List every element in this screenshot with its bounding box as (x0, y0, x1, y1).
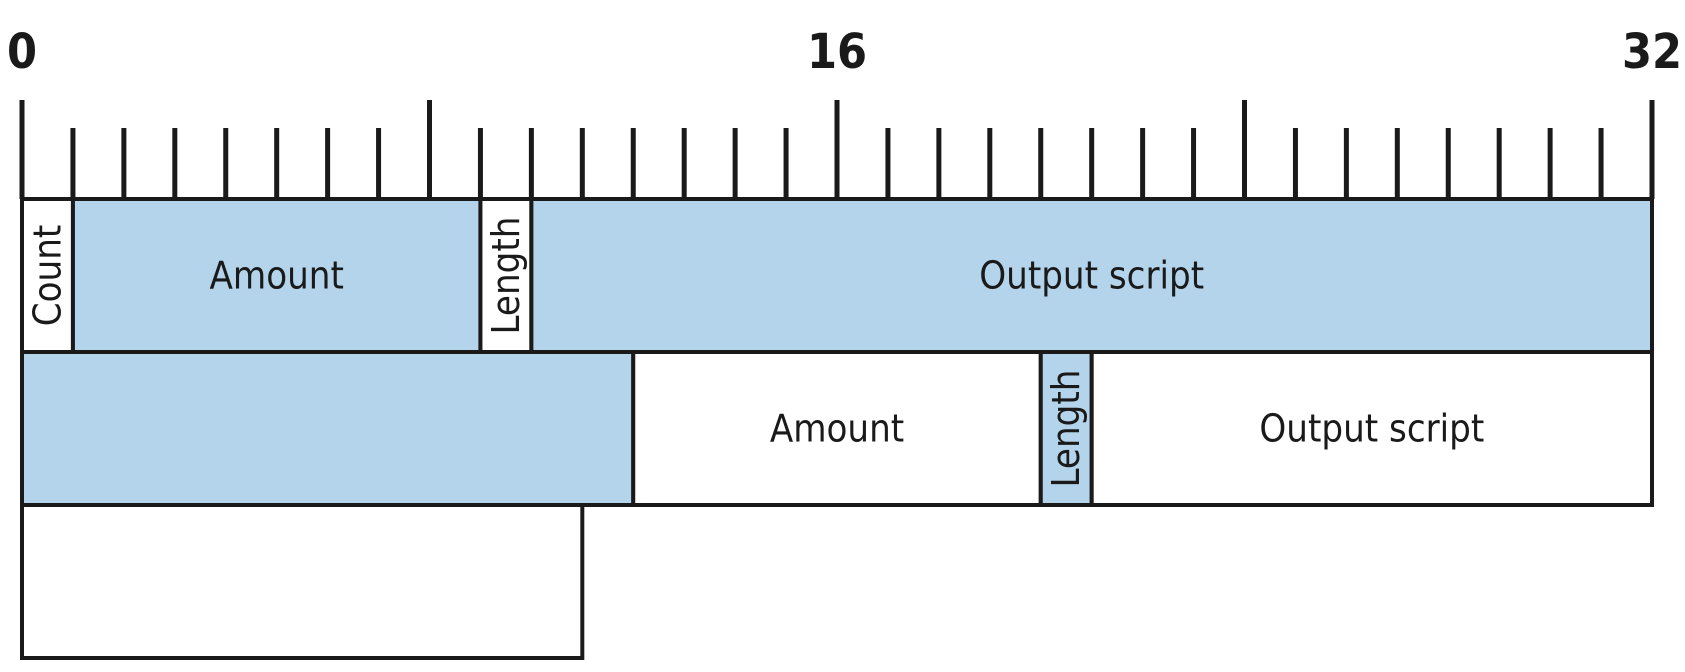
field-row: Amount Length Output script (20, 350, 1654, 507)
field-row (20, 503, 585, 660)
field-label-output-script: Output script (1259, 407, 1484, 451)
field-row: Count Amount Length Output script (20, 197, 1654, 354)
field-box (529, 197, 1654, 354)
field-box (20, 350, 636, 507)
ruler-label-32: 32 (1622, 24, 1682, 80)
field-label-amount: Amount (770, 407, 904, 451)
field-label-amount: Amount (210, 254, 344, 298)
field-box (20, 503, 585, 660)
bit-ruler: 0 16 32 (7, 24, 1682, 199)
ruler-label-0: 0 (7, 24, 37, 80)
field-label-length: Length (1044, 370, 1088, 488)
field-box (631, 350, 1043, 507)
ruler-ticks (19, 100, 1655, 199)
ruler-label-16: 16 (807, 24, 867, 80)
field-box (1089, 350, 1654, 507)
field-label-output-script: Output script (979, 254, 1204, 298)
field-label-count: Count (25, 225, 69, 327)
field-label-length: Length (484, 217, 528, 335)
